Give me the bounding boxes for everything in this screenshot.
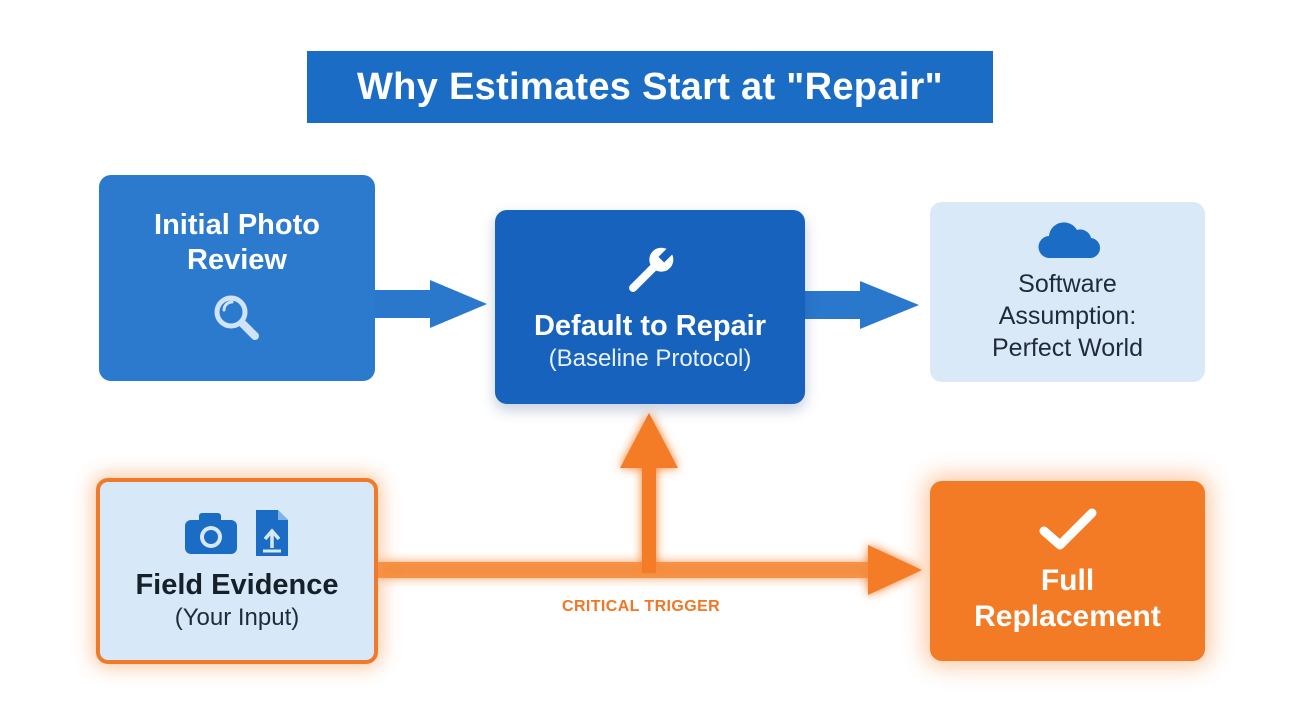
node-line: Replacement <box>974 600 1161 633</box>
wrench-icon <box>629 246 675 292</box>
node-label: Initial Photo Review <box>154 209 320 276</box>
cloud-icon <box>1038 222 1100 259</box>
magnifier-icon <box>214 295 259 340</box>
node-field-evidence: Field Evidence (Your Input) <box>96 478 378 664</box>
node-initial-photo-review: Initial Photo Review <box>99 175 375 381</box>
node-label: Field Evidence <box>135 569 339 601</box>
node-line: Full <box>1040 564 1095 597</box>
arrow-field-to-full <box>378 545 922 595</box>
node-line: Software <box>1018 270 1117 298</box>
arrow-field-to-default <box>620 413 678 573</box>
camera-icon <box>185 513 237 554</box>
node-default-to-repair: Default to Repair (Baseline Protocol) <box>495 210 805 404</box>
icon-row <box>183 508 291 558</box>
node-sublabel: (Your Input) <box>174 604 300 631</box>
node-label: Default to Repair <box>533 309 767 342</box>
node-line: Assumption: <box>998 302 1137 330</box>
node-sublabel: (Baseline Protocol) <box>548 344 752 372</box>
page-title: Why Estimates Start at "Repair" <box>307 51 993 123</box>
arrow-default-to-software <box>804 281 919 329</box>
arrow-initial-to-default <box>374 280 487 328</box>
node-software-assumption: Software Assumption: Perfect World <box>930 202 1205 382</box>
checkmark-icon <box>1039 508 1096 550</box>
document-upload-icon <box>256 510 288 556</box>
edge-label-critical-trigger: CRITICAL TRIGGER <box>562 598 721 615</box>
node-full-replacement: Full Replacement <box>930 481 1205 661</box>
node-line: Perfect World <box>992 334 1143 362</box>
